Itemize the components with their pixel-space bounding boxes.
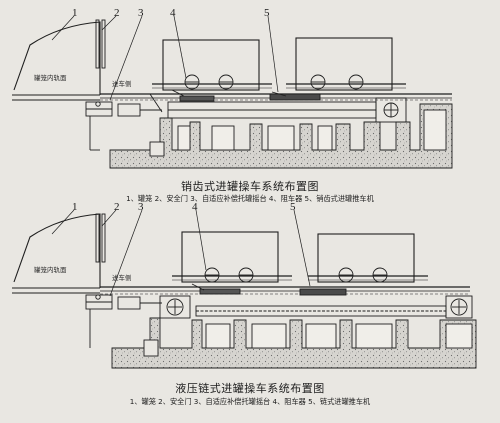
- leader-lines-1: [51, 15, 279, 101]
- leader-lines-2: [51, 209, 311, 297]
- cart-left-1: [152, 39, 272, 91]
- cage-2: [12, 213, 101, 294]
- entry-side-label-d2: 进车侧: [112, 273, 132, 282]
- cart-right-2: [308, 233, 428, 283]
- cart-right-1: [286, 37, 406, 91]
- rack-pusher-1: [167, 91, 407, 123]
- diagram-1: [12, 15, 453, 169]
- label-1-d2: 1: [72, 201, 78, 213]
- label-5-d2: 5: [290, 201, 296, 213]
- cage-1: [12, 21, 101, 101]
- label-3-d1: 3: [138, 7, 144, 19]
- diagram-2: [12, 209, 477, 369]
- label-4-d2: 4: [192, 201, 198, 213]
- car-stopper-1: [171, 89, 215, 102]
- cart-left-2: [172, 231, 292, 283]
- track-in-label-d1: 罐笼内轨面: [34, 73, 67, 82]
- platform-1: [85, 93, 163, 151]
- foundation-1: [109, 103, 453, 169]
- label-4-d1: 4: [170, 7, 176, 19]
- label-3-d2: 3: [138, 201, 144, 213]
- safety-gate-1: [95, 19, 106, 69]
- main-track-2: [100, 286, 470, 295]
- diagram-2-legend: 1、罐笼 2、安全门 3、自适应补偿托罐摇台 4、阻车器 5、链式进罐推车机: [129, 397, 371, 406]
- car-stopper-2: [191, 283, 241, 295]
- label-2-d1: 2: [114, 7, 120, 19]
- track-in-label-d2: 罐笼内轨面: [34, 265, 67, 274]
- label-5-d1: 5: [264, 7, 270, 19]
- label-2-d2: 2: [114, 201, 120, 213]
- safety-gate-2: [95, 213, 106, 263]
- label-1-d1: 1: [72, 7, 78, 19]
- diagram-1-legend: 1、罐笼 2、安全门 3、自适应补偿托罐摇台 4、阻车器 5、销齿式进罐推车机: [126, 194, 374, 203]
- diagram-2-title: 液压链式进罐操车系统布置图: [175, 382, 325, 395]
- chain-pusher-2: [159, 288, 473, 319]
- diagram-1-title: 销齿式进罐操车系统布置图: [181, 180, 319, 193]
- entry-side-label-d1: 进车侧: [112, 79, 132, 88]
- platform-2: [85, 294, 162, 348]
- foundation-2: [111, 317, 477, 369]
